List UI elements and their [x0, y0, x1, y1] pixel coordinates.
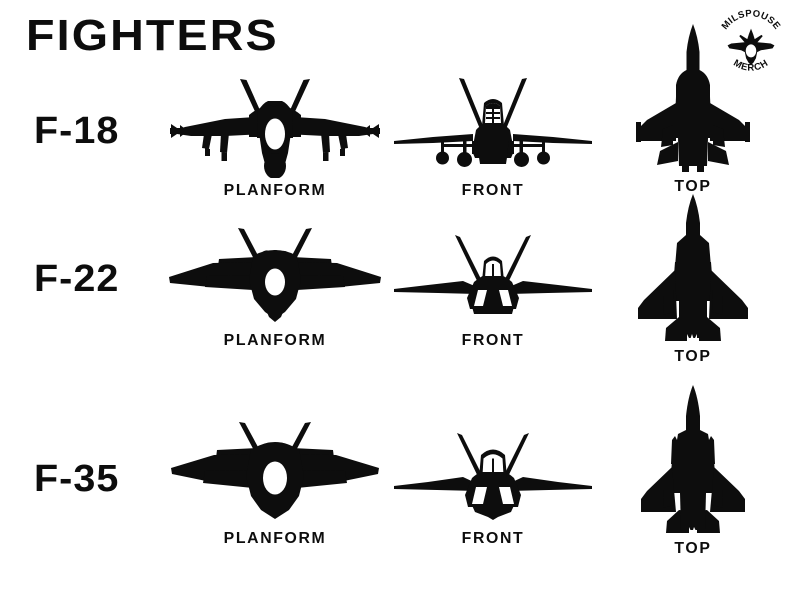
- aircraft-row-f22: F-22: [0, 194, 792, 392]
- logo-jet-icon: [727, 28, 775, 66]
- f22-planform-silhouette: [169, 228, 381, 322]
- cell-f22-planform: PLANFORM: [160, 228, 390, 350]
- caption-f35-front: FRONT: [461, 530, 525, 547]
- row-label-f22: F-22: [34, 258, 120, 300]
- row-label-f18: F-18: [34, 110, 120, 152]
- cell-f35-planform: PLANFORM: [160, 422, 390, 548]
- aircraft-row-f18: F-18: [0, 24, 792, 200]
- caption-f18-front: FRONT: [461, 182, 525, 199]
- page-title: FIGHTERS: [26, 11, 279, 60]
- caption-f18-top: TOP: [674, 178, 712, 195]
- f18-front-silhouette: [394, 78, 592, 167]
- cell-f18-planform: PLANFORM: [160, 78, 390, 200]
- row-label-f35: F-35: [34, 458, 120, 500]
- logo-text-bottom: MERCH: [731, 58, 769, 74]
- f35-front-silhouette: [394, 433, 592, 520]
- caption-f22-planform: PLANFORM: [223, 332, 327, 349]
- caption-f35-planform: PLANFORM: [223, 530, 327, 547]
- cell-f22-top: TOP: [598, 192, 788, 366]
- f22-top-silhouette: [638, 194, 748, 342]
- aircraft-row-f35: F-35 PL: [0, 385, 792, 592]
- cell-f35-top: TOP: [598, 384, 788, 558]
- cell-f18-front: FRONT: [388, 78, 598, 200]
- f18-top-silhouette: [636, 24, 750, 172]
- cell-f22-front: FRONT: [388, 228, 598, 350]
- caption-f22-front: FRONT: [461, 332, 525, 349]
- f35-top-silhouette: [641, 385, 745, 535]
- svg-text:MERCH: MERCH: [731, 58, 770, 74]
- f22-front-silhouette: [394, 235, 592, 314]
- caption-f22-top: TOP: [674, 348, 712, 365]
- cell-f18-top: TOP: [598, 22, 788, 196]
- brand-logo: MILSPOUSE MERCH: [714, 4, 788, 78]
- f35-planform-silhouette: [171, 422, 379, 519]
- f18-planform-silhouette: [170, 79, 380, 178]
- caption-f18-planform: PLANFORM: [223, 182, 327, 199]
- cell-f35-front: FRONT: [388, 422, 598, 548]
- caption-f35-top: TOP: [674, 540, 712, 557]
